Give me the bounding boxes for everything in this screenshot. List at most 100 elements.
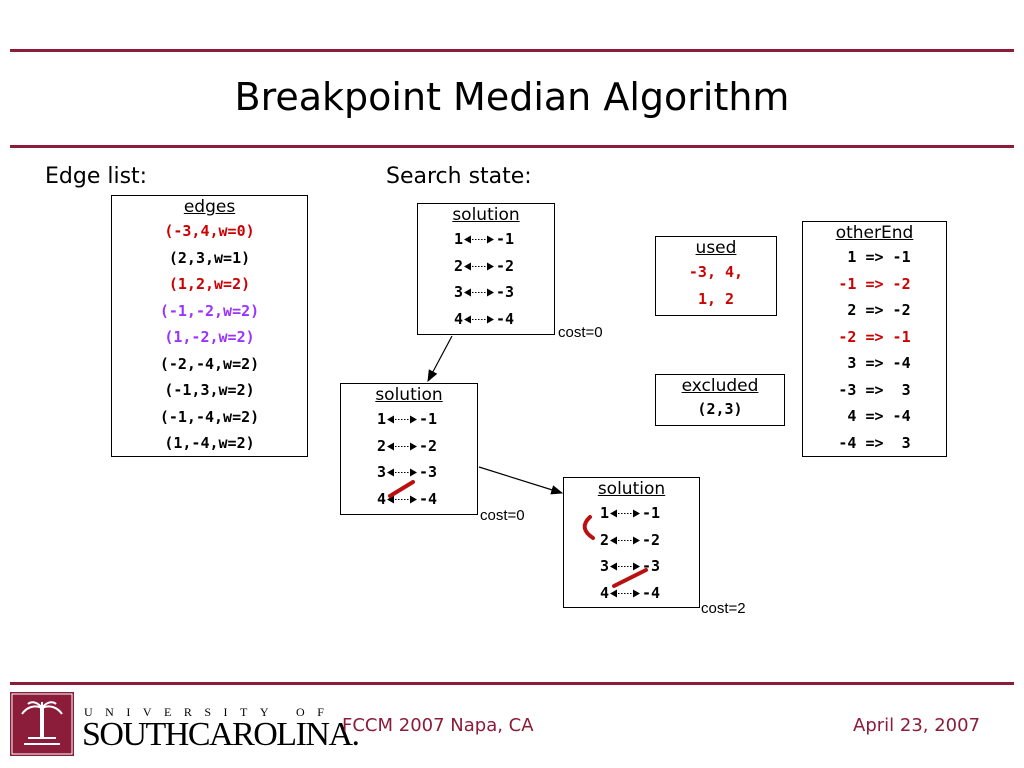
- edge-row: (-1,-2,w=2): [159, 301, 260, 320]
- solution-right-value: -3: [419, 463, 438, 481]
- solution-right-value: -3: [642, 557, 661, 575]
- used-row: 1, 2: [697, 289, 735, 308]
- solution-row: 3 -3: [564, 553, 699, 580]
- solution-right-value: -4: [642, 583, 661, 602]
- solution-row: 1 -1: [564, 500, 699, 527]
- solution-left-value: 4: [377, 489, 387, 508]
- edge-row: (1,-4,w=2): [164, 434, 255, 452]
- double-arrow-icon: [610, 509, 640, 518]
- cost-label-2: cost=0: [480, 507, 525, 524]
- other-end-header: otherEnd: [835, 223, 914, 243]
- edges-header: edges: [183, 197, 236, 217]
- other-end-list: 1 => -1 -1 => -2 2 => -2 -2 => -1 3 => -4 -…: [803, 244, 946, 456]
- other-end-row: -2 => -1: [838, 327, 911, 346]
- double-arrow-icon: [387, 468, 417, 477]
- edge-row: (1,2,w=2): [168, 275, 251, 293]
- cost-label-3: cost=2: [701, 600, 746, 617]
- double-arrow-icon: [464, 288, 494, 297]
- double-arrow-icon: [610, 589, 640, 597]
- other-end-row: 2 => -2: [838, 301, 911, 319]
- solution-left-value: 3: [454, 283, 464, 301]
- used-header: used: [695, 238, 737, 258]
- solution-right-value: -3: [496, 283, 515, 301]
- solution-left-value: 1: [600, 504, 610, 522]
- double-arrow-icon: [387, 442, 417, 450]
- used-box: used -3, 4, 1, 2: [655, 236, 777, 316]
- top-rule: [10, 49, 1014, 52]
- double-arrow-icon: [610, 536, 640, 544]
- double-arrow-icon: [464, 262, 494, 270]
- edge-row: (2,3,w=1): [168, 248, 251, 267]
- cost-label-1: cost=0: [558, 324, 603, 341]
- solution-left-value: 3: [377, 463, 387, 481]
- solution-left-value: 1: [454, 230, 464, 248]
- edge-row: (-2,-4,w=2): [159, 354, 260, 373]
- solution-right-value: -4: [419, 489, 438, 508]
- other-end-row: 1 => -1: [838, 248, 911, 266]
- solution-right-value: -2: [496, 256, 515, 275]
- solution-rows: 1 -1 2 -2 3 -3 4 -4: [418, 226, 554, 332]
- solution-row: 2 -2: [341, 433, 477, 460]
- footer-rule: [10, 682, 1014, 685]
- solution-row: 2-2: [564, 527, 699, 554]
- solution-row: 4 -4: [418, 306, 554, 333]
- solution-row: 4 -4: [341, 486, 477, 513]
- double-arrow-icon: [387, 415, 417, 424]
- solution-right-value: -2: [419, 436, 438, 455]
- double-arrow-icon: [464, 315, 494, 323]
- solution-row: 4 -4: [564, 580, 699, 607]
- university-line: UNIVERSITY OF: [84, 705, 337, 719]
- other-end-box: otherEnd 1 => -1 -1 => -2 2 => -2 -2 => -1…: [802, 221, 947, 457]
- solution-header: solution: [452, 205, 520, 225]
- solution-left-value: 1: [377, 410, 387, 428]
- solution-right-value: -1: [642, 504, 661, 522]
- solution-rows: 1 -1 2-2 3 -3 4 -4: [564, 500, 699, 606]
- edge-row: (1,-2,w=2): [164, 328, 255, 346]
- edges-list: (-3,4,w=0) (2,3,w=1) (1,2,w=2) (-1,-2,w=2) (…: [112, 218, 307, 457]
- solution-left-value: 4: [600, 583, 610, 602]
- date-label: April 23, 2007: [853, 715, 981, 736]
- solution-box-1: solution 1 -1 2 -2 3 -3 4 -4: [417, 203, 555, 335]
- edges-box: edges (-3,4,w=0) (2,3,w=1) (1,2,w=2) (-1,-2…: [111, 195, 308, 457]
- other-end-row: 3 => -4: [838, 354, 911, 372]
- solution-rows: 1 -1 2 -2 3 -3 4 -4: [341, 406, 477, 512]
- university-name: SOUTHCAROLINA.: [82, 716, 360, 753]
- double-arrow-icon: [387, 495, 417, 503]
- solution-left-value: 2: [377, 436, 387, 455]
- used-row: -3, 4,: [688, 263, 744, 281]
- excluded-box: excluded (2,3): [655, 374, 785, 426]
- solution-row: 3 -3: [418, 279, 554, 306]
- search-state-label: Search state:: [386, 164, 532, 189]
- other-end-row: 4 => -4: [838, 407, 911, 425]
- solution-right-value: -1: [496, 230, 515, 248]
- solution-left-value: 2: [454, 256, 464, 275]
- excluded-row: (2,3): [697, 400, 743, 418]
- edge-row: (-1,-4,w=2): [159, 407, 260, 426]
- university-seal-logo: [10, 692, 74, 756]
- solution-right-value: -2: [642, 530, 661, 549]
- double-arrow-icon: [464, 235, 494, 244]
- connector-arrow-1: [427, 335, 453, 383]
- solution-row: 1 -1: [418, 226, 554, 253]
- other-end-row: -4 => 3: [838, 433, 911, 452]
- solution-left-value: 3: [600, 557, 610, 575]
- palmetto-icon: [11, 693, 73, 755]
- other-end-row: -3 => 3: [838, 380, 911, 399]
- solution-row: 2 -2: [418, 253, 554, 280]
- edge-list-label: Edge list:: [45, 164, 148, 189]
- solution-right-value: -4: [496, 309, 515, 328]
- double-arrow-icon: [610, 562, 640, 571]
- solution-header: solution: [597, 479, 666, 499]
- slide-title: Breakpoint Median Algorithm: [234, 75, 790, 119]
- solution-row: 1 -1: [341, 406, 477, 433]
- title-underline-rule: [10, 145, 1014, 148]
- solution-row: 3 -3: [341, 459, 477, 486]
- connector-arrow-2: [478, 466, 564, 495]
- conference-label: FCCM 2007 Napa, CA: [342, 715, 534, 736]
- solution-right-value: -1: [419, 410, 438, 428]
- other-end-row: -1 => -2: [838, 274, 911, 293]
- solution-left-value: 4: [454, 309, 464, 328]
- edge-row: (-3,4,w=0): [164, 222, 255, 240]
- edge-row: (-1,3,w=2): [164, 381, 255, 399]
